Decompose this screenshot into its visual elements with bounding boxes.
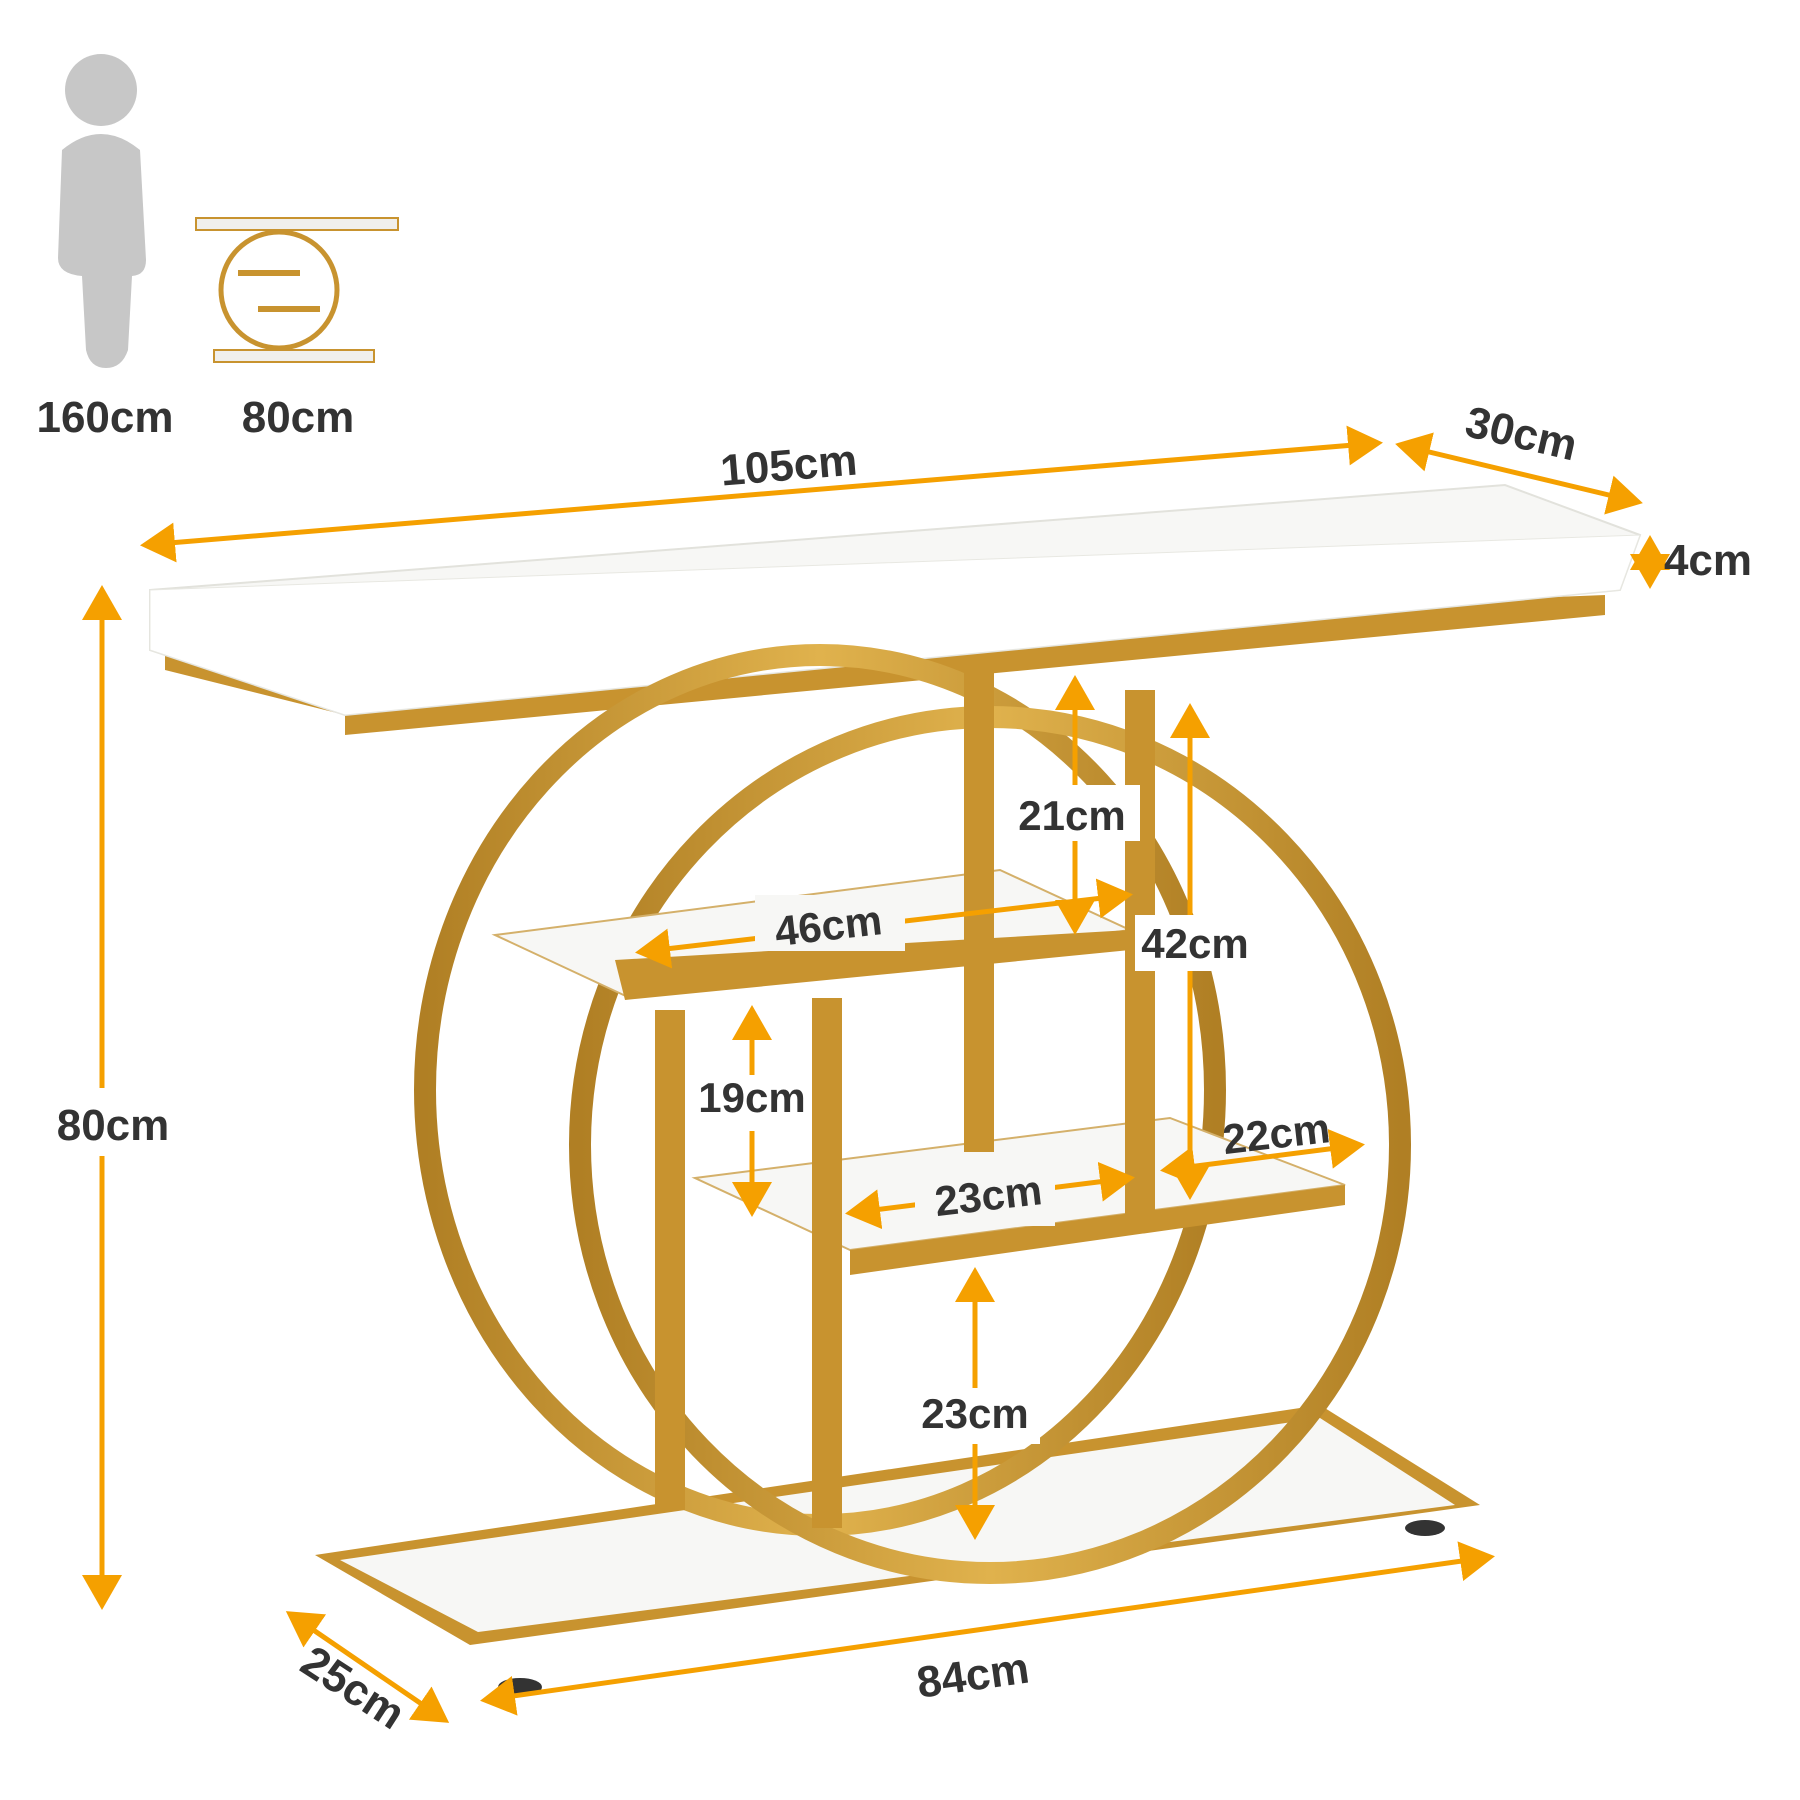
base-depth-label: 25cm <box>292 1637 413 1739</box>
base-length-label: 84cm <box>914 1644 1032 1708</box>
console-table-thumbnail-icon <box>195 217 399 363</box>
right-height-label: 42cm <box>1141 920 1248 967</box>
person-silhouette-icon <box>58 54 146 368</box>
middle-clearance-label: 19cm <box>698 1074 805 1121</box>
top-length-label: 105cm <box>719 436 860 496</box>
console-table-illustration <box>149 483 1642 1696</box>
top-thickness-label: 4cm <box>1664 536 1752 585</box>
top-depth-label: 30cm <box>1461 397 1582 470</box>
total-height-label: 80cm <box>57 1101 170 1150</box>
upper-clearance-label: 21cm <box>1018 792 1125 839</box>
lower-right-width-label: 22cm <box>1220 1104 1332 1163</box>
person-height-label: 160cm <box>36 393 173 442</box>
table-height-label: 80cm <box>242 393 355 442</box>
base-clearance-label: 23cm <box>921 1390 1028 1437</box>
